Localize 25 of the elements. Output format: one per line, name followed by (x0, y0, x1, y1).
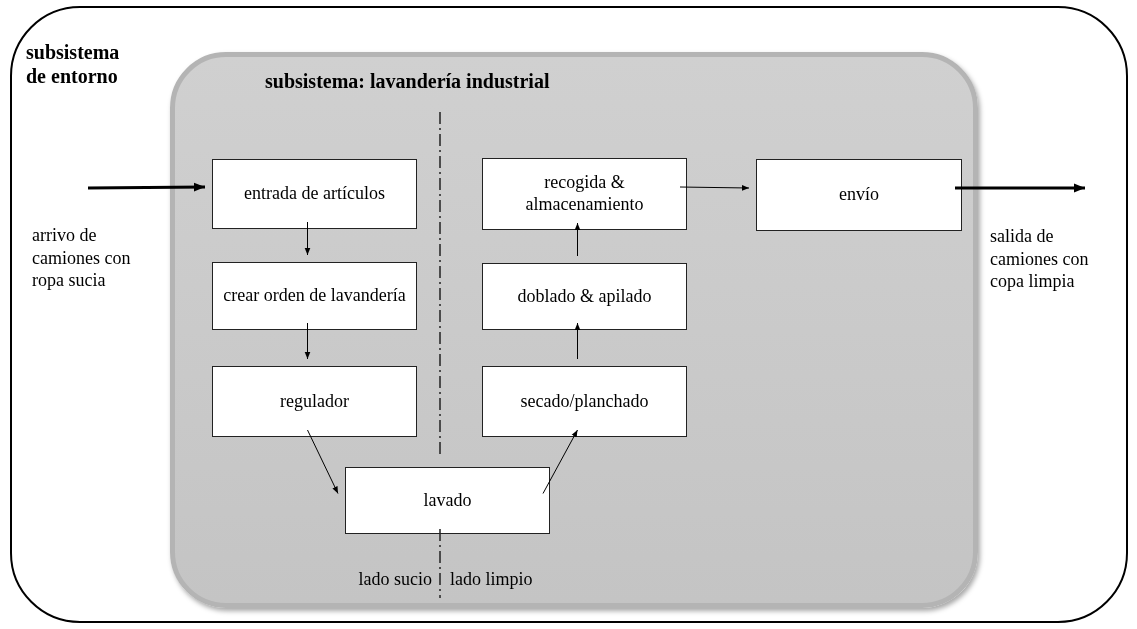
process-box: recogida & almacenamiento (482, 158, 687, 230)
subsystem-title: subsistema: lavandería industrial (265, 69, 551, 93)
process-box: lavado (345, 467, 550, 534)
process-box: entrada de artículos (212, 159, 417, 229)
arrow (304, 322, 311, 360)
arrow (955, 183, 1085, 193)
process-box: regulador (212, 366, 417, 437)
process-box: envío (756, 159, 962, 231)
note-text: arrivo de camiones con ropa sucia (32, 224, 132, 292)
note-text: salida de camiones con copa limpia (990, 225, 1090, 293)
arrow (574, 322, 581, 360)
arrow (679, 185, 750, 191)
process-box: doblado & apilado (482, 263, 687, 330)
subsystem-panel (170, 52, 978, 608)
boundary-title: subsistema de entorno (26, 40, 121, 88)
process-box: secado/planchado (482, 366, 687, 437)
note-text: lado sucio (357, 568, 432, 591)
system-boundary (10, 6, 1128, 623)
arrow (542, 429, 578, 494)
note-text: lado limpio (450, 568, 534, 591)
arrow (88, 182, 205, 192)
process-box: crear orden de lavandería (212, 262, 417, 330)
arrow (304, 221, 311, 256)
arrow (574, 222, 581, 257)
arrow (307, 429, 339, 494)
